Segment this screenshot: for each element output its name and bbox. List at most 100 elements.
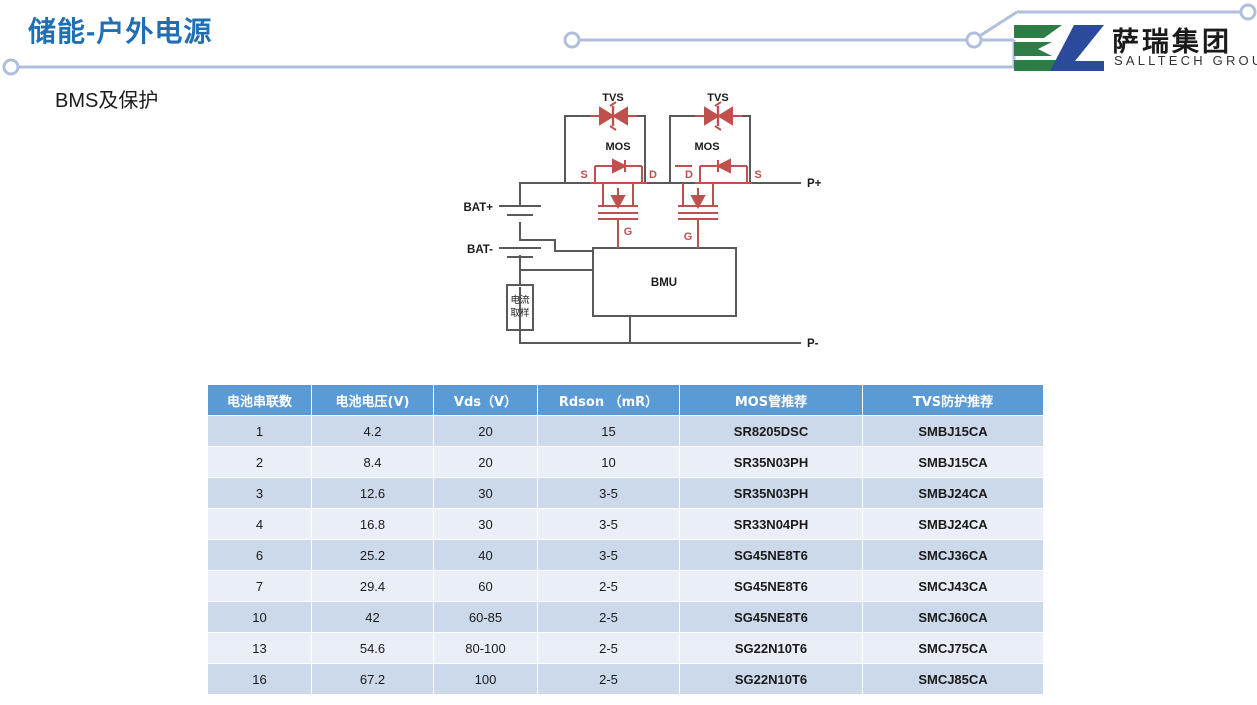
tvs-left-icon bbox=[590, 101, 637, 131]
cell-vds: 100 bbox=[433, 663, 538, 695]
cell-battery-voltage: 42 bbox=[311, 601, 434, 633]
logo-mark-icon bbox=[1014, 25, 1104, 71]
cell-rdson: 2-5 bbox=[537, 663, 680, 695]
cell-rdson: 2-5 bbox=[537, 570, 680, 602]
company-logo: 萨瑞集团 SALLTECH GROUP bbox=[1012, 20, 1257, 80]
label-p-minus: P- bbox=[807, 338, 819, 350]
column-header-tvs-recommend: TVS防护推荐 bbox=[862, 384, 1044, 416]
cell-series-count: 1 bbox=[207, 415, 312, 447]
cell-battery-voltage: 8.4 bbox=[311, 446, 434, 478]
label-source-left: S bbox=[580, 169, 587, 181]
label-shunt-line1: 电流 bbox=[510, 294, 530, 306]
label-p-plus: P+ bbox=[807, 178, 822, 190]
cell-mos-part: SR35N03PH bbox=[679, 446, 863, 478]
label-bat-plus: BAT+ bbox=[464, 202, 494, 214]
cell-vds: 80-100 bbox=[433, 632, 538, 664]
page-title: 储能-户外电源 bbox=[28, 16, 213, 47]
label-gate-right: G bbox=[684, 231, 693, 243]
label-bat-minus: BAT- bbox=[467, 244, 493, 256]
cell-mos-part: SR33N04PH bbox=[679, 508, 863, 540]
label-shunt-line2: 取样 bbox=[510, 307, 529, 319]
logo-name-en: SALLTECH GROUP bbox=[1114, 53, 1257, 68]
column-header-mos-recommend: MOS管推荐 bbox=[679, 384, 863, 416]
column-header-rdson: Rdson （mR） bbox=[537, 384, 680, 416]
cell-rdson: 2-5 bbox=[537, 632, 680, 664]
cell-tvs-part: SMCJ36CA bbox=[862, 539, 1044, 571]
cell-battery-voltage: 25.2 bbox=[311, 539, 434, 571]
cell-rdson: 2-5 bbox=[537, 601, 680, 633]
cell-vds: 40 bbox=[433, 539, 538, 571]
label-source-right: S bbox=[754, 169, 761, 181]
cell-mos-part: SG22N10T6 bbox=[679, 663, 863, 695]
cell-mos-part: SR35N03PH bbox=[679, 477, 863, 509]
bms-circuit-diagram: TVS TVS MOS MOS S D G D S G BAT+ BAT- P+… bbox=[464, 92, 822, 350]
label-mos-left: MOS bbox=[605, 141, 630, 153]
section-subtitle: BMS及保护 bbox=[55, 90, 159, 112]
cell-rdson: 3-5 bbox=[537, 477, 680, 509]
cell-series-count: 16 bbox=[207, 663, 312, 695]
table-header-row: 电池串联数 电池电压(V) Vds（V） Rdson （mR） MOS管推荐 T… bbox=[207, 384, 1044, 416]
logo-name-cn: 萨瑞集团 bbox=[1112, 27, 1232, 58]
column-header-series-count: 电池串联数 bbox=[207, 384, 312, 416]
mos-tvs-selection-table: 电池串联数 电池电压(V) Vds（V） Rdson （mR） MOS管推荐 T… bbox=[207, 384, 1044, 695]
label-tvs-left: TVS bbox=[602, 92, 623, 104]
cell-tvs-part: SMBJ24CA bbox=[862, 477, 1044, 509]
cell-battery-voltage: 54.6 bbox=[311, 632, 434, 664]
cell-vds: 60-85 bbox=[433, 601, 538, 633]
cell-vds: 20 bbox=[433, 446, 538, 478]
label-drain-right: D bbox=[685, 169, 693, 181]
cell-series-count: 13 bbox=[207, 632, 312, 664]
cell-tvs-part: SMBJ15CA bbox=[862, 415, 1044, 447]
cell-tvs-part: SMBJ24CA bbox=[862, 508, 1044, 540]
cell-mos-part: SG22N10T6 bbox=[679, 632, 863, 664]
cell-series-count: 6 bbox=[207, 539, 312, 571]
cell-tvs-part: SMCJ75CA bbox=[862, 632, 1044, 664]
cell-rdson: 3-5 bbox=[537, 508, 680, 540]
slide-header: 储能-户外电源 萨瑞集团 SALLTECH GROUP bbox=[0, 0, 1257, 90]
cell-mos-part: SG45NE8T6 bbox=[679, 539, 863, 571]
label-drain-left: D bbox=[649, 169, 657, 181]
cell-mos-part: SR8205DSC bbox=[679, 415, 863, 447]
cell-mos-part: SG45NE8T6 bbox=[679, 570, 863, 602]
cell-series-count: 2 bbox=[207, 446, 312, 478]
cell-rdson: 3-5 bbox=[537, 539, 680, 571]
cell-battery-voltage: 16.8 bbox=[311, 508, 434, 540]
cell-battery-voltage: 29.4 bbox=[311, 570, 434, 602]
cell-tvs-part: SMCJ60CA bbox=[862, 601, 1044, 633]
mosfet-right-icon bbox=[675, 158, 752, 248]
label-tvs-right: TVS bbox=[707, 92, 728, 104]
cell-series-count: 4 bbox=[207, 508, 312, 540]
label-mos-right: MOS bbox=[694, 141, 719, 153]
cell-tvs-part: SMCJ85CA bbox=[862, 663, 1044, 695]
cell-vds: 30 bbox=[433, 477, 538, 509]
cell-tvs-part: SMBJ15CA bbox=[862, 446, 1044, 478]
label-gate-left: G bbox=[624, 226, 633, 238]
cell-series-count: 3 bbox=[207, 477, 312, 509]
cell-rdson: 15 bbox=[537, 415, 680, 447]
mosfet-left-icon bbox=[590, 158, 647, 248]
tvs-right-icon bbox=[695, 101, 742, 131]
cell-tvs-part: SMCJ43CA bbox=[862, 570, 1044, 602]
cell-vds: 60 bbox=[433, 570, 538, 602]
cell-battery-voltage: 4.2 bbox=[311, 415, 434, 447]
cell-rdson: 10 bbox=[537, 446, 680, 478]
cell-vds: 20 bbox=[433, 415, 538, 447]
cell-battery-voltage: 12.6 bbox=[311, 477, 434, 509]
cell-series-count: 10 bbox=[207, 601, 312, 633]
cell-mos-part: SG45NE8T6 bbox=[679, 601, 863, 633]
label-bmu: BMU bbox=[651, 277, 677, 289]
cell-battery-voltage: 67.2 bbox=[311, 663, 434, 695]
column-header-battery-voltage: 电池电压(V) bbox=[311, 384, 434, 416]
cell-series-count: 7 bbox=[207, 570, 312, 602]
column-header-vds: Vds（V） bbox=[433, 384, 538, 416]
cell-vds: 30 bbox=[433, 508, 538, 540]
